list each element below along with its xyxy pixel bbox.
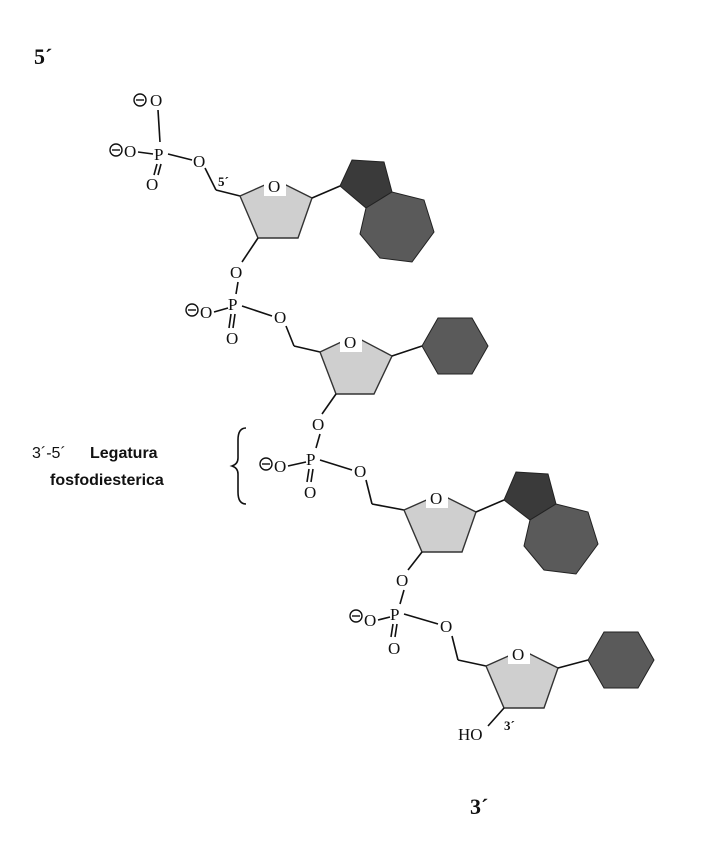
- atom-p: P: [228, 295, 237, 314]
- atom-o: O: [274, 308, 286, 327]
- phosphodiester-bond-annotation: 3´-5´ Legatura fosfodiesterica: [32, 427, 247, 505]
- atom-o: O: [150, 91, 162, 110]
- five-prime-end-label: 5´: [34, 44, 52, 69]
- glycosidic-bond: [475, 499, 505, 513]
- atom-o: O: [364, 611, 376, 630]
- c5-bond: [215, 189, 241, 197]
- atom-o: O: [388, 639, 400, 658]
- atom-o: O: [230, 263, 242, 282]
- atom-o: O: [124, 142, 136, 161]
- nucleotide-3: O O: [371, 471, 599, 590]
- purine-base-ring-5: [503, 471, 557, 521]
- atom-p: P: [154, 145, 163, 164]
- pyrimidine-base-ring: [421, 317, 489, 375]
- pyrimidine-base-ring: [587, 631, 655, 689]
- purine-base-ring-5: [339, 159, 393, 209]
- phosphodiester-3: P O O O: [349, 589, 459, 661]
- nucleotide-2: O O: [293, 317, 489, 434]
- glycosidic-bond: [391, 345, 423, 357]
- atom-o: O: [354, 462, 366, 481]
- ring-oxygen: O: [512, 645, 524, 664]
- atom-o: O: [226, 329, 238, 348]
- atom-o: O: [304, 483, 316, 502]
- purine-base-ring-6: [359, 191, 435, 263]
- phosphodiester-2: P O O O: [259, 433, 373, 505]
- ring-oxygen: O: [344, 333, 356, 352]
- atom-o: O: [200, 303, 212, 322]
- atom-o: O: [312, 415, 324, 434]
- hydroxyl-group: HO: [458, 725, 483, 744]
- nucleotide-1: 5´ O O: [215, 159, 435, 282]
- nucleotide-4: O HO 3´: [457, 631, 655, 744]
- c5-position-label: 5´: [218, 174, 229, 189]
- phosphodiester-1: P O O O: [185, 281, 295, 348]
- atom-o: O: [193, 152, 205, 171]
- atom-o: O: [396, 571, 408, 590]
- purine-base-ring-6: [523, 503, 599, 575]
- three-prime-end-label: 3´: [470, 794, 488, 819]
- atom-o: O: [146, 175, 158, 194]
- ring-oxygen: O: [268, 177, 280, 196]
- atom-p: P: [390, 605, 399, 624]
- c3-position-label: 3´: [504, 718, 515, 733]
- brace-icon: [229, 427, 247, 505]
- glycosidic-bond: [311, 185, 341, 199]
- annotation-prefix: 3´-5´: [32, 445, 66, 462]
- atom-o: O: [274, 457, 286, 476]
- annotation-title: Legatura: [90, 445, 158, 462]
- atom-o: O: [440, 617, 452, 636]
- terminal-phosphate: O O P O O: [109, 91, 217, 194]
- atom-p: P: [306, 450, 315, 469]
- glycosidic-bond: [557, 659, 589, 669]
- annotation-subtitle: fosfodiesterica: [50, 472, 164, 489]
- ring-oxygen: O: [430, 489, 442, 508]
